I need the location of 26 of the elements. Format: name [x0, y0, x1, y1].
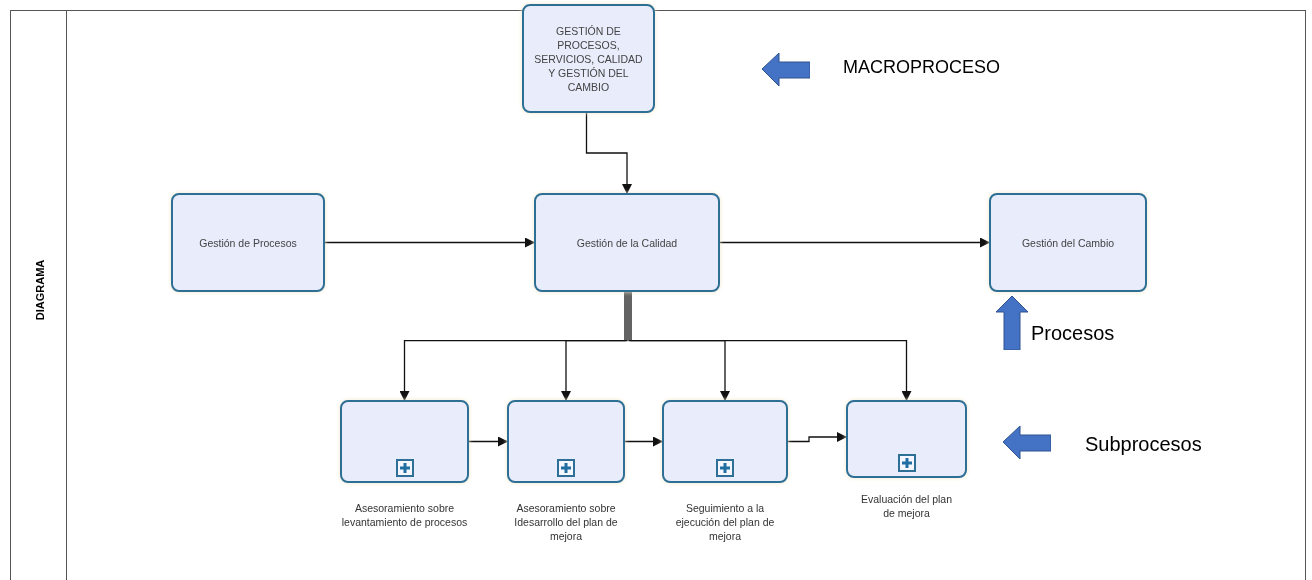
- process-box: [171, 193, 325, 292]
- process-box: [534, 193, 720, 292]
- annotation-text: MACROPROCESO: [843, 56, 1001, 78]
- arrow: [468, 436, 508, 447]
- process-label: Gestión de la Calidad: [576, 235, 678, 250]
- process-box: [989, 193, 1147, 292]
- subprocess-label: Asesoramiento sobre Idesarrollo del plan de mejora: [513, 501, 619, 543]
- arrow: [628, 291, 730, 401]
- process-box: [522, 4, 655, 113]
- subprocess-label: Evaluación del plan de mejora: [859, 492, 954, 520]
- process-label: Gestión del Cambio: [1021, 235, 1115, 250]
- arrow: [585, 112, 632, 194]
- subprocess-label: Asesoramiento sobre levantamiento de procesos: [340, 501, 469, 529]
- annotation-text: Procesos: [1031, 321, 1115, 346]
- arrow: [561, 291, 628, 401]
- process-label: Gestión de Procesos: [199, 235, 297, 250]
- arrow: [324, 237, 535, 248]
- arrow: [624, 436, 663, 447]
- lane-title: DIAGRAMA: [32, 259, 47, 321]
- arrow: [399, 291, 626, 401]
- process-label: GESTIÓN DE PROCESOS, SERVICIOS, CALIDAD Y GESTIÓN DEL CAMBIO: [533, 23, 644, 94]
- arrow: [787, 432, 847, 443]
- annotation-text: Subprocesos: [1085, 432, 1202, 457]
- arrow: [719, 237, 990, 248]
- arrow: [630, 291, 912, 401]
- subprocess-label: Seguimiento a la ejecución del plan de mejora: [674, 501, 776, 543]
